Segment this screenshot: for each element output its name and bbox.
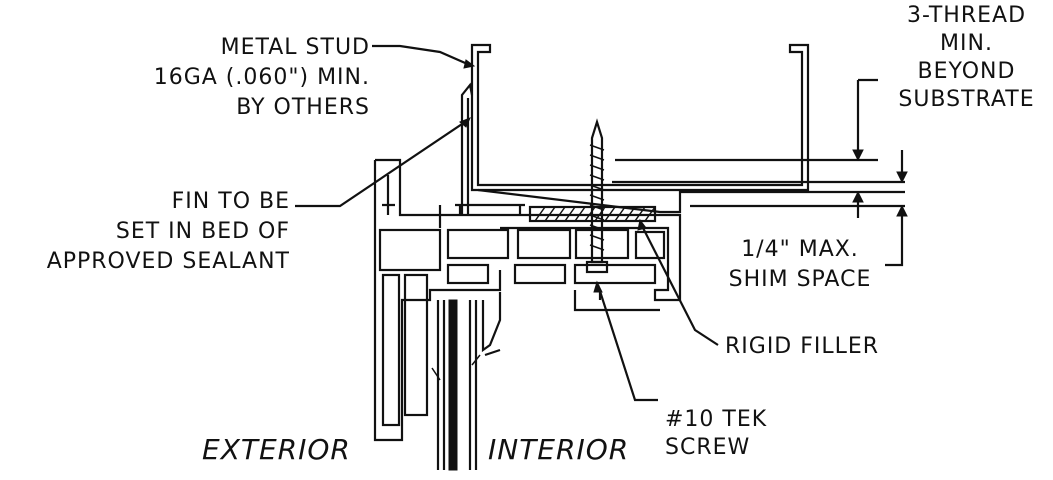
shim-label-1: 1/4" MAX.	[741, 237, 859, 262]
fin-label-3: APPROVED SEALANT	[46, 249, 290, 274]
metal-stud-label-1: METAL STUD	[220, 35, 370, 60]
glazing	[431, 292, 502, 471]
window-fin	[460, 82, 474, 215]
thread-label-4: SUBSTRATE	[898, 87, 1035, 112]
metal-stud	[470, 43, 810, 192]
thread-label-1: 3-THREAD	[906, 3, 1027, 28]
rigid-filler-label: RIGID FILLER	[725, 334, 880, 359]
shim-label-2: SHIM SPACE	[728, 267, 872, 292]
tek-screw-label-2: SCREW	[665, 435, 751, 460]
thread-label-2: MIN.	[940, 31, 993, 56]
tek-screw	[585, 118, 609, 274]
window-frame-extrusion	[373, 158, 682, 442]
tek-screw-label-1: #10 TEK	[665, 407, 768, 432]
leader-lines	[295, 44, 719, 402]
interior-label: INTERIOR	[488, 433, 630, 466]
exterior-label: EXTERIOR	[202, 433, 351, 466]
metal-stud-label-3: BY OTHERS	[236, 95, 370, 120]
metal-stud-label-2: 16GA (.060") MIN.	[153, 65, 370, 90]
shim	[477, 188, 682, 214]
fin-label-1: FIN TO BE	[171, 189, 290, 214]
thread-label-3: BEYOND	[917, 59, 1016, 84]
fin-label-2: SET IN BED OF	[115, 219, 290, 244]
dimension-lines	[612, 78, 908, 267]
